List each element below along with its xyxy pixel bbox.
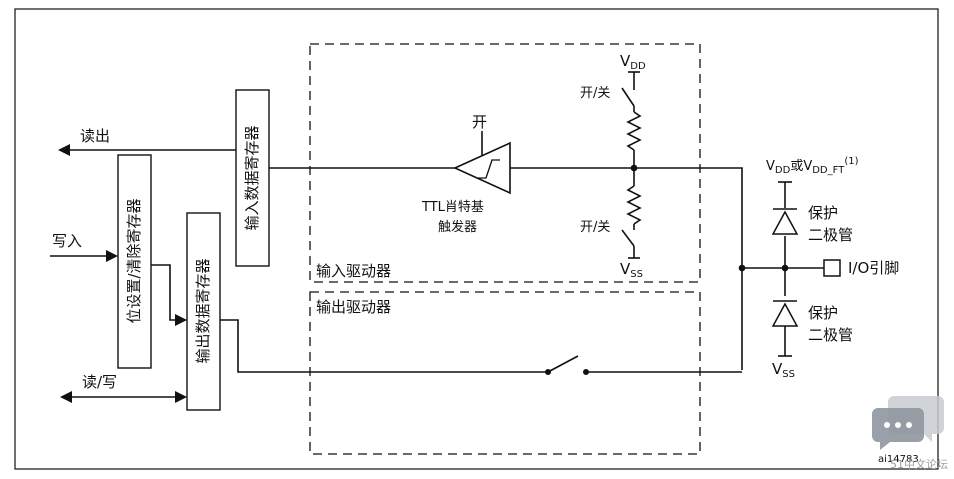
watermark-text: 51中文论坛 (890, 458, 948, 471)
bit-set-reset-register-label: 位设置/清除寄存器 (125, 198, 143, 323)
output-data-register-label: 输出数据寄存器 (194, 258, 212, 363)
set-reset-to-odr-arrowhead (175, 314, 187, 326)
pull-resistor-junction (630, 164, 638, 172)
upper-diode-label-line1: 保护 (808, 204, 838, 222)
pull-up-switch-blade (621, 87, 635, 107)
lower-protection-diode (771, 302, 799, 327)
bit-set-reset-register-block (117, 154, 152, 369)
chat-bubble-icon (872, 396, 944, 450)
schmitt-enable-label: 开 (472, 113, 487, 131)
output-driver-region (309, 291, 701, 455)
read-out-label: 读出 (80, 127, 110, 145)
figure-id-label: ai14783 (878, 454, 919, 465)
vss-pulldown-label: VSS (620, 260, 643, 280)
supply-top-label: VDD或VDD_FT(1) (766, 156, 859, 176)
read-write-arrowhead-right (175, 391, 187, 403)
lower-diode-label-line1: 保护 (808, 304, 838, 322)
set-reset-to-odr-wire (151, 264, 177, 321)
lower-diode-label-line2: 二极管 (808, 326, 853, 344)
pull-down-resistor (626, 185, 642, 225)
vdd-top-label: VDD (620, 52, 646, 72)
input-driver-region (309, 43, 701, 283)
pin-node-junction-left (738, 264, 746, 272)
read-out-arrowhead (58, 144, 70, 156)
outer-frame (14, 8, 939, 470)
pull-down-switch-blade (621, 229, 635, 247)
output-data-register-block (186, 212, 221, 411)
pull-up-switch-label: 开/关 (580, 86, 610, 101)
write-in-label: 写入 (52, 232, 82, 250)
io-pin-pad (823, 259, 841, 277)
vss-bottom-label: VSS (772, 360, 795, 380)
io-pin-label: I/O引脚 (848, 259, 899, 277)
pull-down-switch-label: 开/关 (580, 220, 610, 235)
upper-protection-diode (771, 210, 799, 235)
input-data-register-block (235, 89, 270, 267)
read-write-arrowhead-left (60, 391, 72, 403)
output-path-wire-a (220, 319, 546, 373)
input-driver-label: 输入驱动器 (316, 262, 391, 280)
schmitt-trigger-label-line1: TTL肖特基 (421, 200, 484, 215)
output-driver-label: 输出驱动器 (316, 298, 391, 316)
input-data-register-label: 输入数据寄存器 (243, 125, 261, 230)
hysteresis-icon (478, 159, 500, 179)
schmitt-trigger-label-line2: 触发器 (438, 219, 477, 235)
output-switch-blade (547, 355, 579, 373)
input-path-wire-right (510, 167, 743, 370)
read-write-label: 读/写 (82, 373, 117, 391)
pull-up-resistor (626, 111, 642, 151)
upper-diode-label-line2: 二极管 (808, 226, 853, 244)
write-in-arrowhead (106, 250, 118, 262)
